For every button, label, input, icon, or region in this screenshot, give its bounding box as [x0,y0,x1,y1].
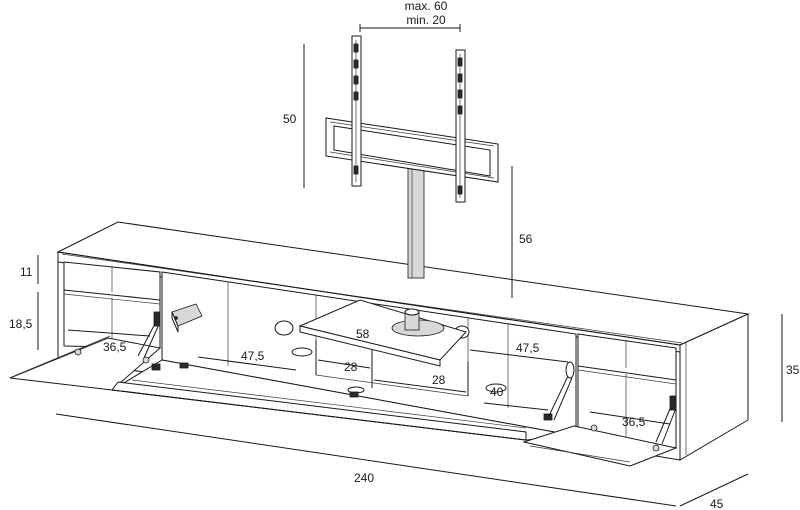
dimension-labels: max. 60 min. 20 50 56 11 18,5 36,5 47,5 … [9,0,800,510]
label-center-left-width: 47,5 [241,349,265,363]
left-compartment [9,261,162,391]
label-inner-left: 28 [344,360,358,374]
center-compartment [110,271,577,441]
label-center-right-width: 47,5 [516,341,540,355]
tv-pole [407,165,425,279]
label-lower-compartment: 18,5 [9,317,33,331]
label-right-depth: 36,5 [622,415,646,429]
label-inner-depth: 40 [490,385,504,399]
dimension-lines [37,24,783,507]
label-mount-height: 50 [283,112,297,126]
right-compartment [522,333,678,467]
device-box [171,303,203,333]
label-left-depth: 36,5 [103,340,127,354]
label-bracket-max: max. 60 [405,0,448,13]
label-pole-height: 56 [519,232,533,246]
label-total-width: 240 [354,471,374,485]
label-inner-right: 28 [432,373,446,387]
label-top-compartment: 11 [20,265,33,279]
cabinet-body [56,221,750,461]
label-total-height: 35 [786,363,800,377]
label-total-depth: 45 [710,497,724,510]
tv-shelf [298,299,467,367]
label-bracket-min: min. 20 [406,13,446,27]
label-shelf-width: 58 [356,327,370,341]
vesa-bracket [325,35,499,203]
